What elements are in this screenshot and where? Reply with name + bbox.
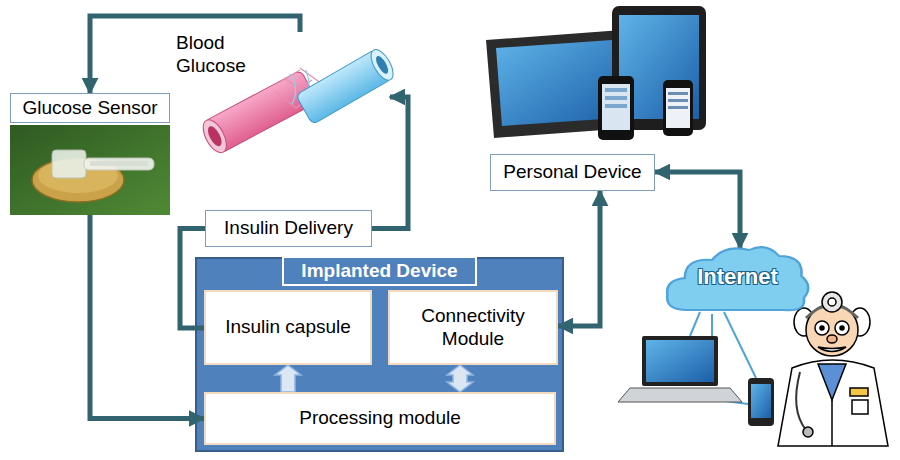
process-box: Insulin Delivery (205, 210, 372, 247)
device-heading: Implanted Device (282, 256, 477, 286)
flow-connector (372, 97, 408, 229)
flow-connector (90, 215, 204, 419)
mobile-phone (748, 378, 774, 426)
flow-connector (655, 172, 740, 248)
module-box: Insulin capsule (204, 290, 372, 365)
node-label: Insulin Delivery (224, 217, 353, 240)
node-label: Connectivity Module (396, 305, 550, 351)
node-label: Insulin capsule (225, 316, 351, 339)
module-box: Processing module (204, 392, 556, 445)
module-box: Connectivity Module (388, 290, 558, 365)
node-label: Glucose Sensor (10, 93, 170, 123)
flow-connector (180, 229, 205, 329)
blood-glucose-node: Blood Glucose (170, 32, 390, 137)
block-arrow (447, 365, 473, 392)
personal-devices (486, 6, 706, 140)
device-housing-fill (196, 258, 563, 451)
block-arrow (275, 365, 301, 392)
flow-connector (558, 191, 600, 326)
sensor-node: Glucose Sensor (10, 93, 170, 215)
node-label: Processing module (299, 407, 461, 430)
node-label: Blood Glucose (176, 32, 262, 78)
implanted-device: Implanted DeviceInsulin capsule Connectiv… (196, 258, 563, 451)
doctor-cartoon (778, 292, 888, 446)
sensor-photo (10, 125, 170, 215)
internet-cloud: Internet (660, 240, 815, 318)
laptop (618, 336, 742, 402)
process-box: Personal Device (490, 154, 655, 191)
node-label: Personal Device (503, 161, 641, 184)
flow-connector (90, 16, 300, 93)
node-label: Internet (660, 264, 815, 290)
